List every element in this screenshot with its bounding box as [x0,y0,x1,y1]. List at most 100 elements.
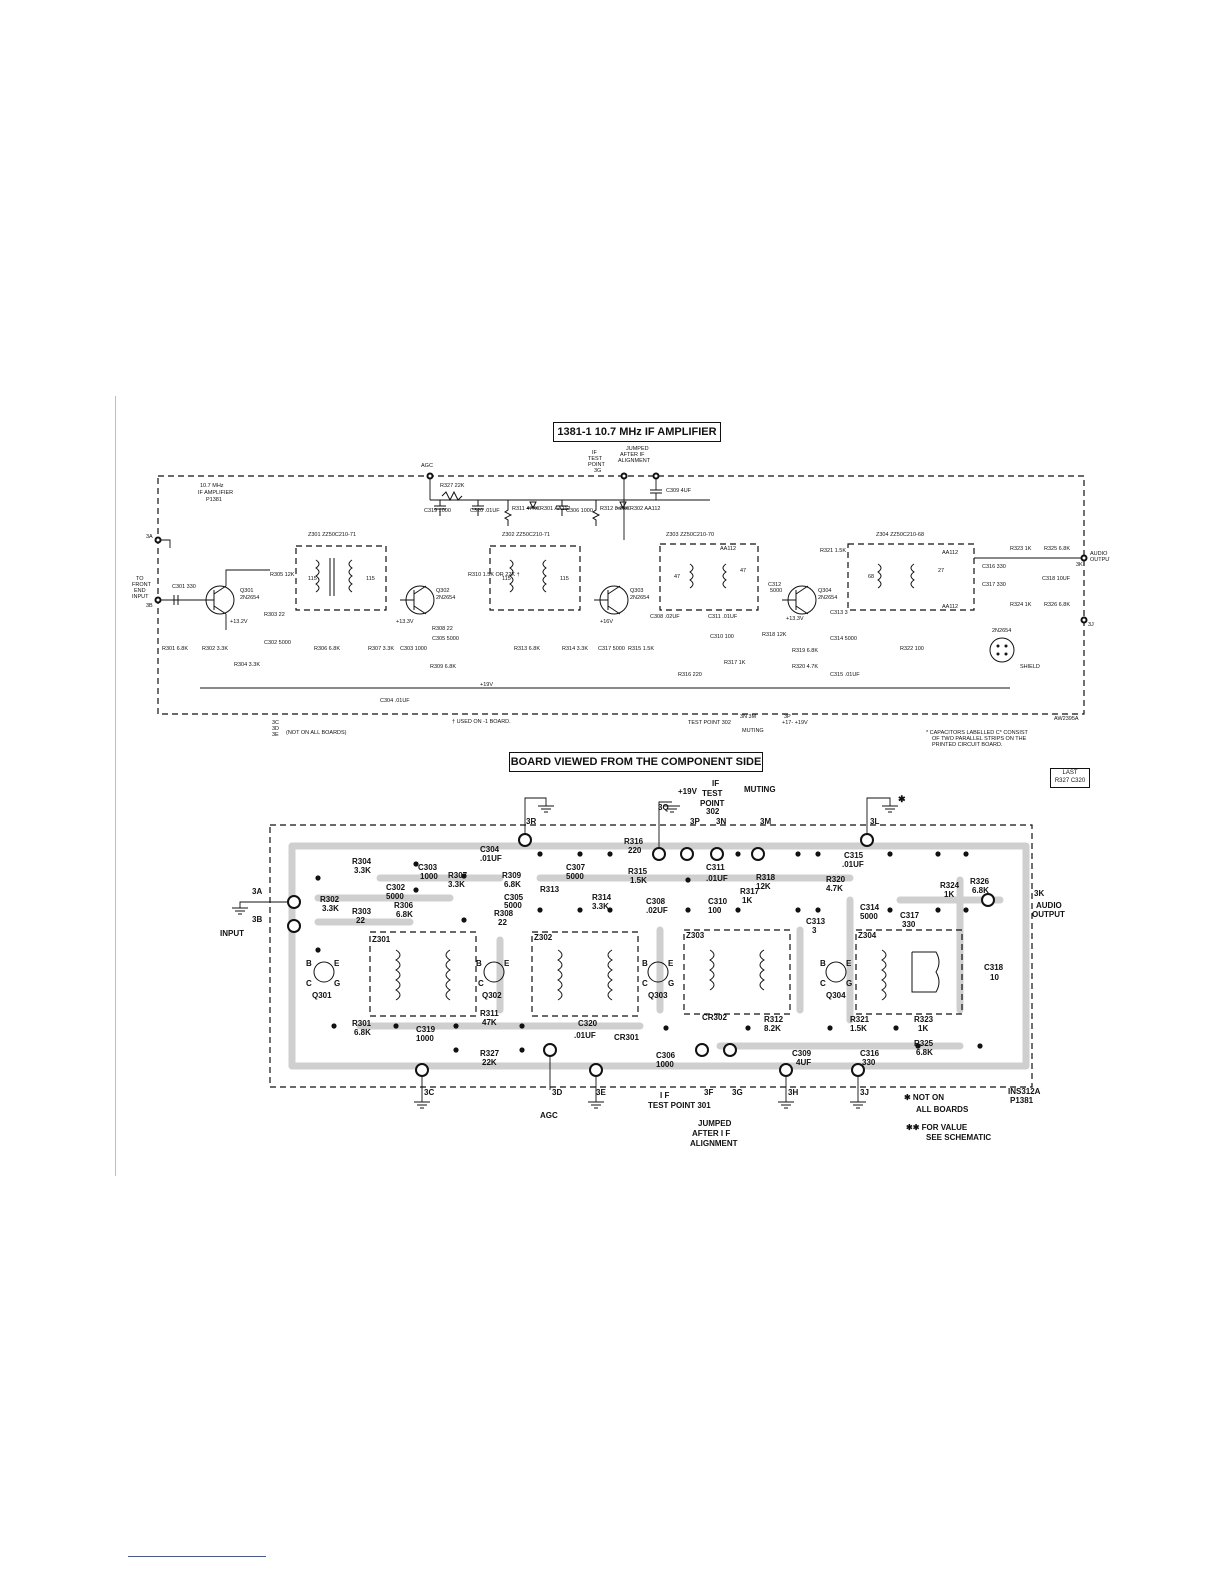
page-margin-rule [115,396,116,1176]
svg-text:3K: 3K [1076,562,1083,568]
svg-text:R312: R312 [764,1015,784,1024]
svg-text:B: B [820,959,826,968]
svg-text:AA112: AA112 [942,550,958,556]
svg-text:3K: 3K [1034,889,1044,898]
svg-text:R315 1.5K: R315 1.5K [628,646,654,652]
svg-text:R326 6.8K: R326 6.8K [1044,602,1070,608]
board-outline [269,824,1033,1088]
board-traces [288,842,1030,1070]
svg-text:3B: 3B [146,603,153,609]
svg-text:END: END [134,588,146,594]
svg-text:ALL BOARDS: ALL BOARDS [916,1105,969,1114]
svg-text:5000: 5000 [504,901,522,910]
svg-text:5000: 5000 [566,872,584,881]
svg-text:Q301: Q301 [312,991,332,1000]
schematic-title: 1381-1 10.7 MHz IF AMPLIFIER [553,422,721,442]
svg-text:B: B [306,959,312,968]
svg-text:R317 1K: R317 1K [724,660,746,666]
svg-text:3F: 3F [704,1088,713,1097]
svg-text:3R: 3R [526,817,536,826]
svg-text:115: 115 [366,576,375,582]
svg-text:IF: IF [712,780,719,788]
header-line-3: P1381 [206,497,222,503]
svg-text:R306: R306 [394,901,414,910]
svg-text:3H: 3H [788,1088,798,1097]
svg-text:C317: C317 [900,911,920,920]
svg-text:115: 115 [502,576,511,582]
svg-text:C312: C312 [768,582,781,588]
z303-label: Z303 ZZ50C210-70 [666,532,714,538]
svg-text:C303 1000: C303 1000 [400,646,427,652]
svg-text:302: 302 [706,807,720,816]
pad-3r [518,833,532,847]
header-line-1: 10.7 MHz [200,483,224,489]
svg-text:R303 22: R303 22 [264,612,285,618]
svg-text:C302: C302 [386,883,406,892]
z301-label: Z301 ZZ50C210-71 [308,532,356,538]
muting-label: MUTING [744,785,776,794]
svg-text:R322 100: R322 100 [900,646,924,652]
svg-text:3J: 3J [1088,622,1094,628]
svg-text:220: 220 [628,846,642,855]
svg-text:C306: C306 [656,1051,676,1060]
svg-text:3G: 3G [732,1088,743,1097]
svg-text:C: C [642,979,648,988]
svg-text:3C: 3C [272,720,279,726]
svg-text:27: 27 [938,568,944,574]
svg-text:3.3K: 3.3K [354,866,371,875]
svg-text:3L: 3L [870,817,879,826]
svg-text:3P: 3P [690,817,700,826]
svg-text:E: E [334,959,340,968]
svg-text:47: 47 [674,574,680,580]
svg-text:1K: 1K [944,890,954,899]
last-box: LAST R327 C320 [1050,768,1090,788]
svg-text:B: B [642,959,648,968]
used-on-note: † USED ON -1 BOARD. [452,719,511,725]
svg-text:3P: 3P [784,714,791,720]
svg-text:R324 1K: R324 1K [1010,602,1032,608]
svg-text:R324: R324 [940,881,960,890]
svg-text:R327: R327 [480,1049,500,1058]
svg-text:AFTER I F: AFTER I F [692,1129,730,1138]
svg-text:R311: R311 [480,1009,499,1018]
svg-text:6.8K: 6.8K [916,1048,933,1057]
svg-text:C310: C310 [708,897,728,906]
svg-text:22K: 22K [482,1058,497,1067]
svg-text:R302 3.3K: R302 3.3K [202,646,228,652]
svg-text:R313: R313 [540,885,560,894]
svg-text:+13.3V: +13.3V [786,616,804,622]
svg-text:C314: C314 [860,903,880,912]
svg-text:R313 6.8K: R313 6.8K [514,646,540,652]
tp302-label: TEST POINT 302 [688,720,731,726]
svg-text:1.5K: 1.5K [850,1024,867,1033]
svg-text:1000: 1000 [420,872,438,881]
svg-text:C305: C305 [504,893,524,902]
svg-text:8.2K: 8.2K [764,1024,781,1033]
svg-text:C303: C303 [418,863,438,872]
svg-text:Z302: Z302 [534,933,553,942]
svg-text:B: B [476,959,482,968]
svg-text:.01UF: .01UF [842,860,864,869]
svg-text:Z304: Z304 [858,931,877,940]
svg-text:47: 47 [740,568,746,574]
svg-text:R319 6.8K: R319 6.8K [792,648,818,654]
svg-text:R325 6.8K: R325 6.8K [1044,546,1070,552]
svg-text:3.3K: 3.3K [592,902,609,911]
svg-text:POINT: POINT [700,799,725,808]
svg-text:4.7K: 4.7K [826,884,843,893]
svg-text:115: 115 [308,576,317,582]
svg-text:Q301: Q301 [240,588,253,594]
svg-text:5000: 5000 [770,588,782,594]
svg-text:AFTER IF: AFTER IF [620,452,645,458]
board-pads [315,851,983,1053]
svg-text:C313 3: C313 3 [830,610,848,616]
svg-text:✱: ✱ [898,794,906,804]
svg-text:R309 6.8K: R309 6.8K [430,664,456,670]
svg-text:3G: 3G [594,468,601,474]
svg-text:C311 .01UF: C311 .01UF [708,614,738,620]
svg-text:3: 3 [812,926,817,935]
svg-text:CR302 AA112: CR302 AA112 [626,506,660,512]
svg-text:C: C [820,979,826,988]
board-audio-output: AUDIO [1036,901,1062,910]
